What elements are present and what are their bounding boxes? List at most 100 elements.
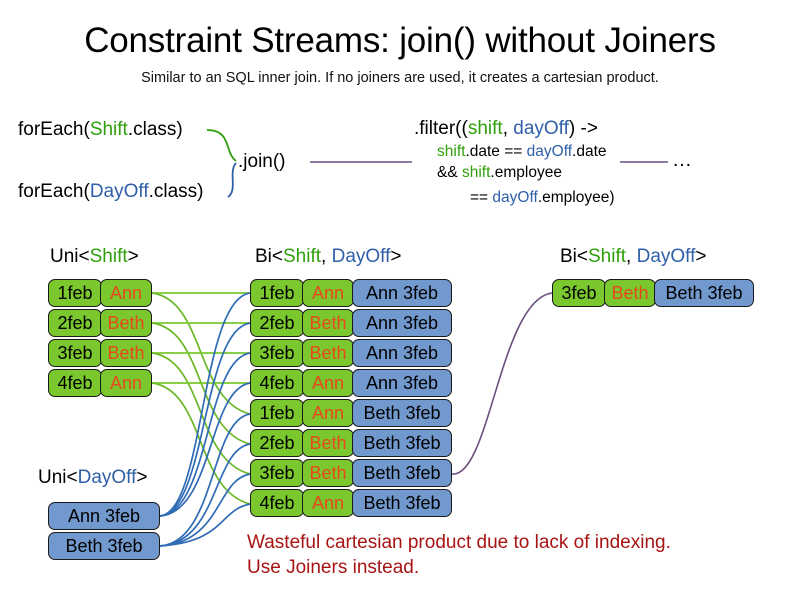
filter-l4-op: == [470, 189, 493, 206]
code-join-label: .join() [238, 151, 286, 172]
bi-mid-suffix: > [390, 246, 402, 267]
shift-row-1-name[interactable]: Beth [100, 309, 152, 337]
cartesian-row-3-date[interactable]: 4feb [250, 369, 304, 397]
cartesian-row-7-dayoff[interactable]: Beth 3feb [352, 489, 452, 517]
filter-open: .filter(( [414, 118, 468, 139]
cartesian-row-7-date-label: 4feb [259, 493, 295, 513]
cartesian-row-0-dayoff[interactable]: Ann 3feb [352, 279, 452, 307]
shift-row-2-name[interactable]: Beth [100, 339, 152, 367]
shift-row-2-date[interactable]: 3feb [48, 339, 102, 367]
cartesian-row-1-name[interactable]: Beth [302, 309, 354, 337]
foreach-shift-suffix: .class) [127, 119, 183, 140]
cartesian-row-5-name-label: Beth [309, 433, 347, 453]
caption-uni-dayoff: Uni<DayOff> [38, 466, 148, 489]
cartesian-row-4-dayoff-label: Beth 3feb [363, 403, 441, 423]
uni-shift-type: Shift [89, 246, 128, 267]
bi-right-comma: , [626, 246, 637, 267]
dayoff-row-1-label: Beth 3feb [65, 536, 143, 556]
bi-right-type1: Shift [588, 246, 627, 267]
cartesian-row-4-date[interactable]: 1feb [250, 399, 304, 427]
foreach-dayoff-prefix: forEach( [18, 181, 90, 202]
cartesian-row-5-dayoff-label: Beth 3feb [363, 433, 441, 453]
cartesian-row-7-name[interactable]: Ann [302, 489, 354, 517]
foreach-dayoff-type: DayOff [89, 181, 149, 202]
result-row-0-name-label: Beth [611, 283, 649, 303]
bi-mid-prefix: Bi< [255, 246, 283, 267]
dayoff-row-0[interactable]: Ann 3feb [48, 502, 160, 530]
cartesian-row-6-dayoff[interactable]: Beth 3feb [352, 459, 452, 487]
result-row-0-dayoff-label: Beth 3feb [665, 283, 743, 303]
wire-dayoff-ann-4 [159, 382, 251, 517]
cartesian-row-5-dayoff[interactable]: Beth 3feb [352, 429, 452, 457]
warning-line-1: Wasteful cartesian product due to lack o… [247, 532, 671, 553]
cartesian-row-0-name[interactable]: Ann [302, 279, 354, 307]
cartesian-row-4-name[interactable]: Ann [302, 399, 354, 427]
dayoff-row-1[interactable]: Beth 3feb [48, 532, 160, 560]
wire-shift-2b [151, 322, 251, 445]
cartesian-row-5-name[interactable]: Beth [302, 429, 354, 457]
cartesian-row-1-date[interactable]: 2feb [250, 309, 304, 337]
wire-shift-1b [151, 292, 251, 415]
wire-dayoff-beth-2 [159, 443, 251, 547]
shift-row-3-date[interactable]: 4feb [48, 369, 102, 397]
shift-row-3-name-label: Ann [109, 373, 143, 393]
cartesian-row-1-dayoff[interactable]: Ann 3feb [352, 309, 452, 337]
cartesian-row-0-date[interactable]: 1feb [250, 279, 304, 307]
shift-row-0-name-label: Ann [109, 283, 143, 303]
bi-mid-comma: , [321, 246, 332, 267]
result-row-0-dayoff[interactable]: Beth 3feb [654, 279, 754, 307]
cartesian-row-1-dayoff-label: Ann 3feb [365, 313, 439, 333]
wire-match-to-result [451, 292, 553, 475]
uni-dayoff-suffix: > [136, 467, 148, 488]
bi-right-type2: DayOff [636, 246, 696, 267]
cartesian-row-5-date[interactable]: 2feb [250, 429, 304, 457]
cartesian-row-6-dayoff-label: Beth 3feb [363, 463, 441, 483]
shift-row-2-name-label: Beth [107, 343, 145, 363]
shift-row-1-date[interactable]: 2feb [48, 309, 102, 337]
cartesian-row-0-date-label: 1feb [259, 283, 295, 303]
cartesian-row-2-name[interactable]: Beth [302, 339, 354, 367]
shift-row-3-date-label: 4feb [57, 373, 93, 393]
shift-row-1-name-label: Beth [107, 313, 145, 333]
filter-l4-dayoff: dayOff [492, 189, 538, 206]
filter-arrow: ) -> [568, 118, 598, 139]
shift-row-0-name[interactable]: Ann [100, 279, 152, 307]
shift-row-3-name[interactable]: Ann [100, 369, 152, 397]
uni-dayoff-type: DayOff [77, 467, 137, 488]
shift-row-0-date-label: 1feb [57, 283, 93, 303]
cartesian-row-3-dayoff[interactable]: Ann 3feb [352, 369, 452, 397]
cartesian-row-6-date[interactable]: 3feb [250, 459, 304, 487]
result-row-0-date-label: 3feb [561, 283, 597, 303]
cartesian-row-6-date-label: 3feb [259, 463, 295, 483]
result-row-0-date[interactable]: 3feb [552, 279, 606, 307]
warning-line-2: Use Joiners instead. [247, 557, 420, 578]
cartesian-row-0-dayoff-label: Ann 3feb [365, 283, 439, 303]
filter-l3-op: && [437, 164, 462, 181]
page-subtitle: Similar to an SQL inner join. If no join… [141, 70, 659, 86]
wire-dayoff-beth-1 [159, 413, 251, 547]
wire-dayoff-ann-1 [159, 292, 251, 517]
wire-dayoff-beth-4 [159, 503, 251, 547]
cartesian-row-2-date[interactable]: 3feb [250, 339, 304, 367]
page-title: Constraint Streams: join() without Joine… [84, 21, 716, 60]
cartesian-row-7-date[interactable]: 4feb [250, 489, 304, 517]
shift-row-1-date-label: 2feb [57, 313, 93, 333]
shift-row-0-date[interactable]: 1feb [48, 279, 102, 307]
cartesian-row-6-name[interactable]: Beth [302, 459, 354, 487]
cartesian-row-3-name[interactable]: Ann [302, 369, 354, 397]
cartesian-row-2-dayoff[interactable]: Ann 3feb [352, 339, 452, 367]
code-filter-line2: shift.date == dayOff.date [437, 142, 607, 162]
cartesian-row-6-name-label: Beth [309, 463, 347, 483]
uni-dayoff-prefix: Uni< [38, 467, 78, 488]
filter-l4-end: .employee) [537, 189, 615, 206]
cartesian-row-2-dayoff-label: Ann 3feb [365, 343, 439, 363]
caption-bi-right: Bi<Shift, DayOff> [560, 245, 706, 268]
cartesian-row-4-dayoff[interactable]: Beth 3feb [352, 399, 452, 427]
filter-l3-end: .employee [490, 164, 562, 181]
filter-param-shift: shift [467, 118, 503, 139]
result-row-0-name[interactable]: Beth [604, 279, 656, 307]
wire-shift-3b [151, 352, 251, 475]
filter-param-dayoff: dayOff [513, 118, 569, 139]
cartesian-row-0-name-label: Ann [311, 283, 345, 303]
bi-right-suffix: > [695, 246, 707, 267]
